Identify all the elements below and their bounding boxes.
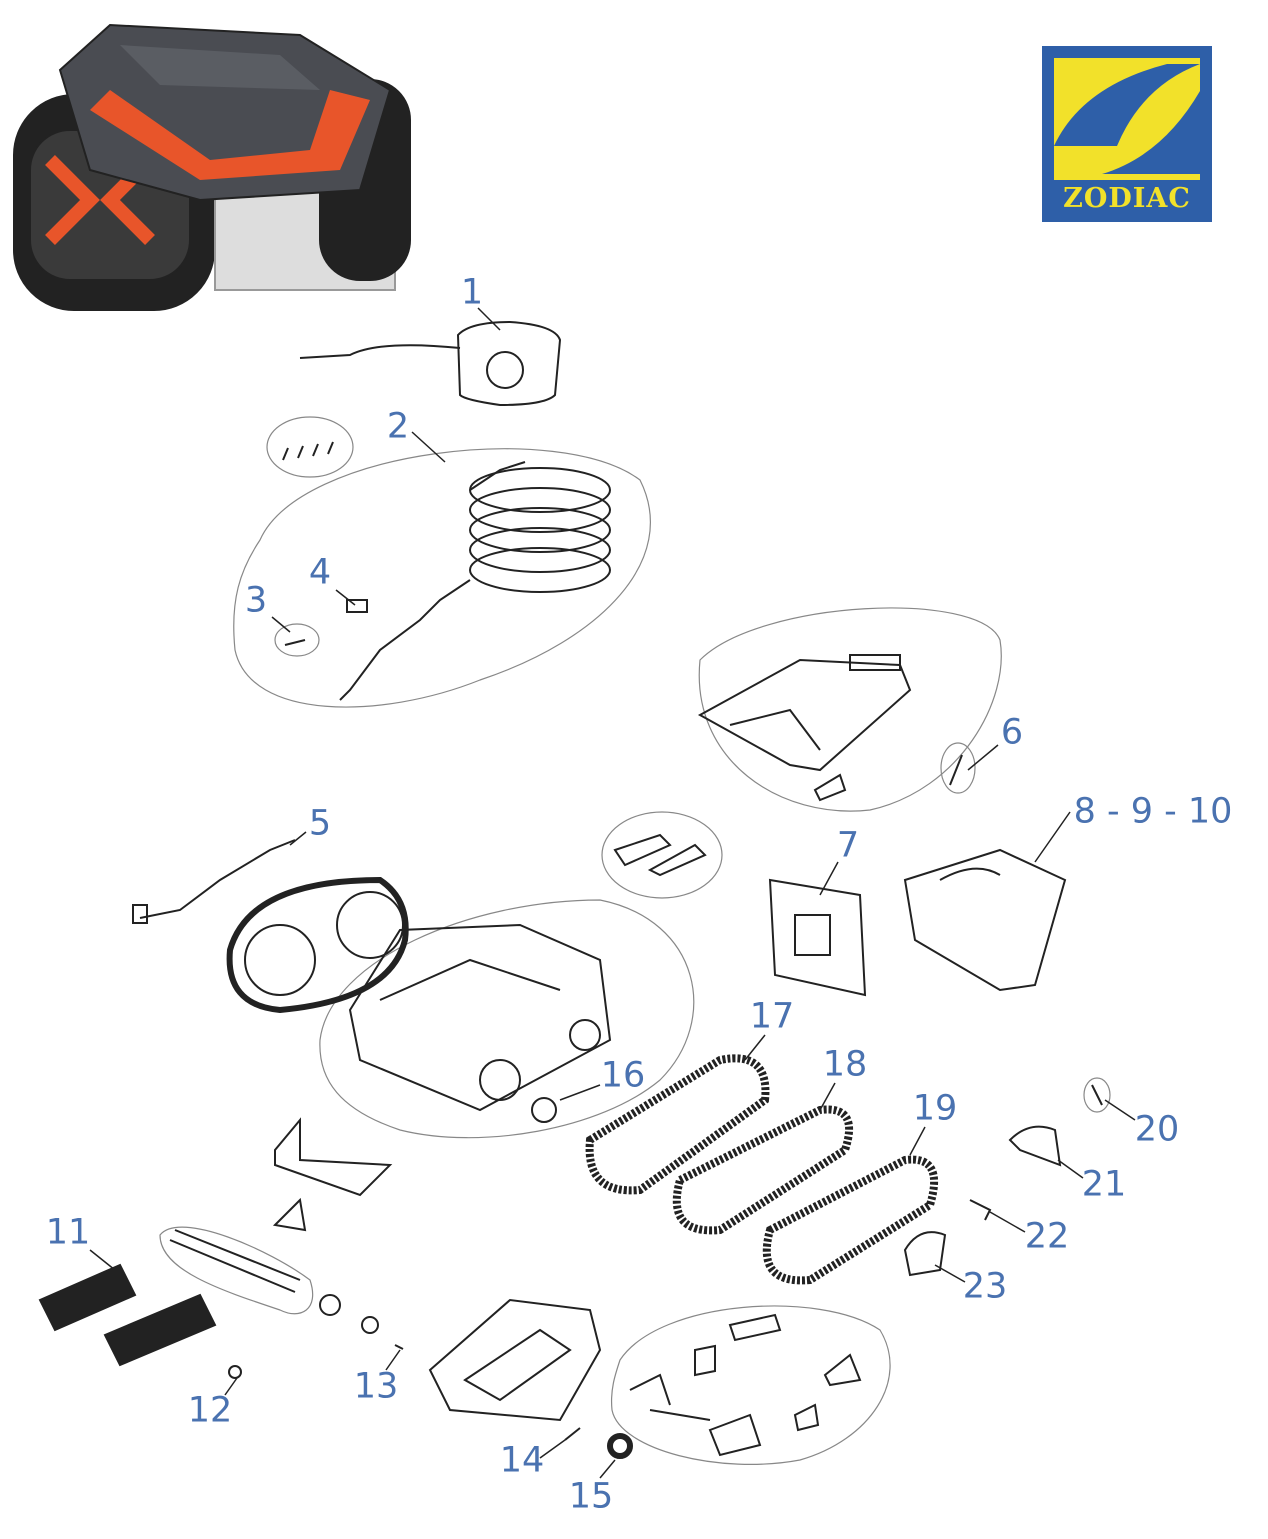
cable-part (339, 461, 611, 701)
leader-lines (89, 307, 1136, 1479)
power-supply-part (299, 320, 562, 407)
callout-6: 6 (1000, 712, 1024, 753)
motor-block-part (428, 1298, 633, 1459)
small-parts (132, 441, 963, 924)
filter-part (768, 878, 867, 997)
zodiac-z-mark (1054, 58, 1200, 180)
callout-4: 4 (308, 552, 332, 593)
axle-part (169, 1229, 404, 1350)
tracks-part (585, 1054, 938, 1285)
callout-7: 7 (836, 825, 860, 866)
filter-basket-part (903, 848, 1067, 992)
callout-19: 19 (912, 1088, 958, 1129)
zodiac-logo: ZODIAC (1042, 46, 1212, 222)
callout-18: 18 (822, 1044, 868, 1085)
callout-12: 12 (187, 1390, 233, 1431)
handle-part (272, 1117, 393, 1232)
callout-1: 1 (460, 272, 484, 313)
clips-part (613, 833, 707, 877)
callout-17: 17 (749, 996, 795, 1037)
callout-5: 5 (308, 803, 332, 844)
robot-product-image (13, 23, 411, 311)
callout-21: 21 (1081, 1164, 1127, 1205)
side-drive-part (226, 876, 409, 1014)
callout-20: 20 (1134, 1109, 1180, 1150)
callout-15: 15 (568, 1476, 614, 1517)
callout-3: 3 (244, 580, 268, 621)
callout-22: 22 (1024, 1216, 1070, 1257)
misc-kit-parts (629, 1313, 862, 1457)
right-small-parts (903, 1084, 1103, 1277)
zodiac-wordmark: ZODIAC (1063, 183, 1191, 214)
callout-13: 13 (353, 1366, 399, 1407)
callout-11: 11 (45, 1212, 91, 1253)
callout-14: 14 (499, 1440, 545, 1481)
callout-16: 16 (600, 1055, 646, 1096)
callout-8-9-10: 8 - 9 - 10 (1073, 791, 1233, 832)
top-cover-part (697, 654, 912, 802)
chassis-part (348, 923, 612, 1123)
callout-23: 23 (962, 1266, 1008, 1307)
brushes-part (38, 1263, 242, 1379)
callout-2: 2 (386, 406, 410, 447)
kit-outlines (159, 416, 1111, 1465)
